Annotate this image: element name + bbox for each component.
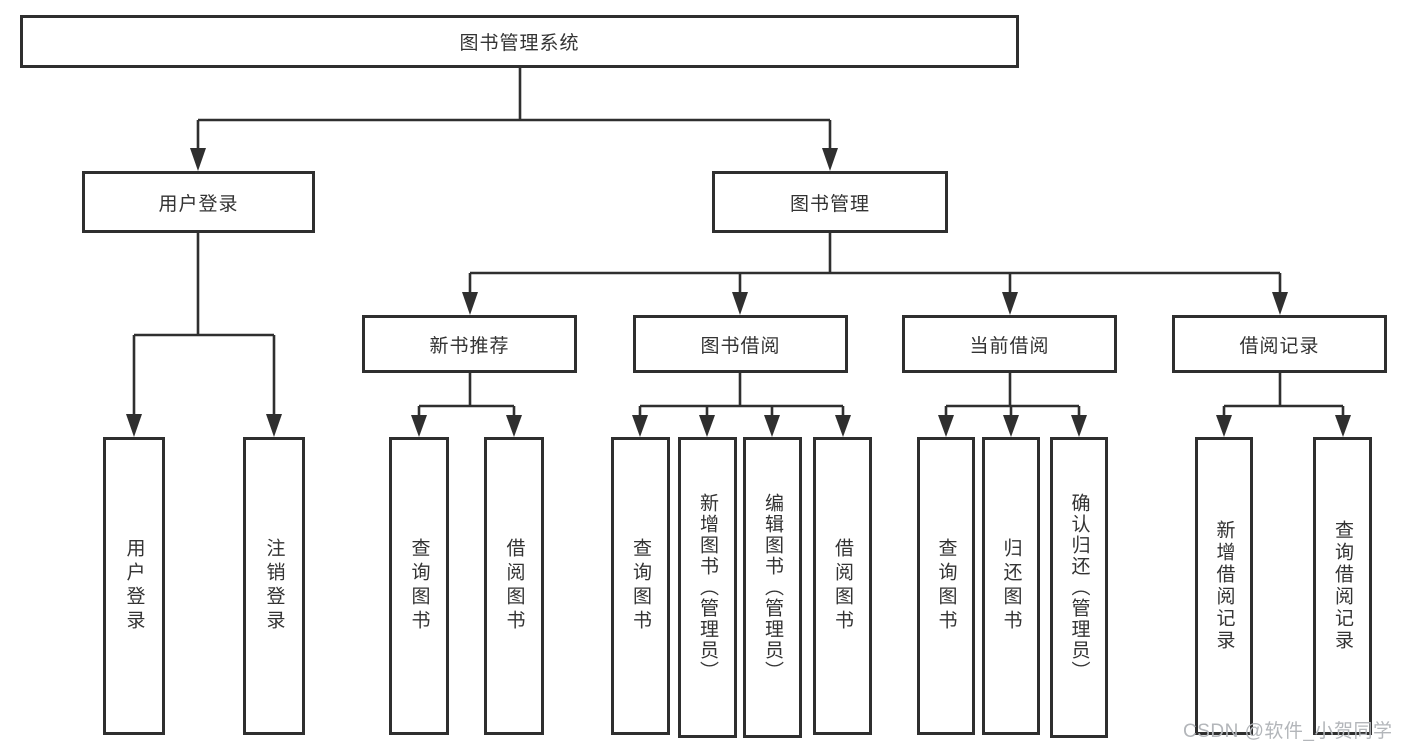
- leaf-borrow-books-2: 借阅图书: [813, 437, 872, 735]
- leaf-edit-book-admin: 编辑图书（管理员）: [743, 437, 802, 738]
- leaf-add-borrow-record: 新增借阅记录: [1195, 437, 1253, 735]
- node-label: 图书借阅: [700, 335, 781, 357]
- node-label: 归还图书: [1000, 538, 1022, 634]
- node-borrow-records: 借阅记录: [1172, 315, 1387, 373]
- leaf-add-book-admin: 新增图书（管理员）: [678, 437, 737, 738]
- leaf-confirm-return-admin: 确认归还（管理员）: [1050, 437, 1108, 738]
- leaf-query-books-3: 查询图书: [917, 437, 975, 735]
- node-label: 查询图书: [935, 538, 957, 634]
- node-root-system: 图书管理系统: [20, 15, 1019, 68]
- connector-root-to-level2: [190, 67, 838, 171]
- node-label: 借阅图书: [832, 538, 853, 634]
- connector-records-to-leaves: [1216, 373, 1351, 437]
- leaf-user-login: 用户登录: [103, 437, 165, 735]
- node-user-login: 用户登录: [82, 171, 315, 233]
- node-book-borrow: 图书借阅: [633, 315, 848, 373]
- node-label: 编辑图书（管理员）: [762, 493, 783, 682]
- node-label: 图书管理: [789, 193, 870, 215]
- node-label: 图书管理系统: [459, 33, 580, 54]
- node-label: 用户登录: [123, 538, 145, 634]
- csdn-watermark: CSDN @软件_小贺同学: [1183, 721, 1393, 742]
- connector-userlogin-to-leaves: [126, 233, 282, 437]
- node-label: 用户登录: [158, 193, 239, 215]
- node-book-management: 图书管理: [712, 171, 948, 233]
- node-label: 查询图书: [408, 538, 430, 634]
- leaf-query-books-1: 查询图书: [389, 437, 449, 735]
- node-label: 新书推荐: [429, 335, 510, 357]
- node-current-borrow: 当前借阅: [902, 315, 1117, 373]
- connector-current-to-leaves: [938, 373, 1087, 437]
- node-label: 查询借阅记录: [1332, 520, 1353, 652]
- node-label: 确认归还（管理员）: [1068, 493, 1090, 682]
- node-new-book-recommend: 新书推荐: [362, 315, 577, 373]
- leaf-return-books: 归还图书: [982, 437, 1040, 735]
- leaf-borrow-books-1: 借阅图书: [484, 437, 544, 735]
- node-label: 借阅图书: [503, 538, 525, 634]
- node-label: 注销登录: [263, 538, 285, 634]
- connector-borrow-to-leaves: [632, 373, 851, 437]
- leaf-query-borrow-record: 查询借阅记录: [1313, 437, 1372, 735]
- leaf-logout: 注销登录: [243, 437, 305, 735]
- leaf-query-books-2: 查询图书: [611, 437, 670, 735]
- connector-newbooks-to-leaves: [411, 373, 522, 437]
- node-label: 新增借阅记录: [1213, 520, 1235, 652]
- node-label: 当前借阅: [969, 335, 1050, 357]
- node-label: 查询图书: [630, 538, 651, 634]
- node-label: 借阅记录: [1239, 335, 1320, 357]
- connector-bookmgmt-to-level3: [462, 233, 1288, 315]
- node-label: 新增图书（管理员）: [697, 493, 718, 682]
